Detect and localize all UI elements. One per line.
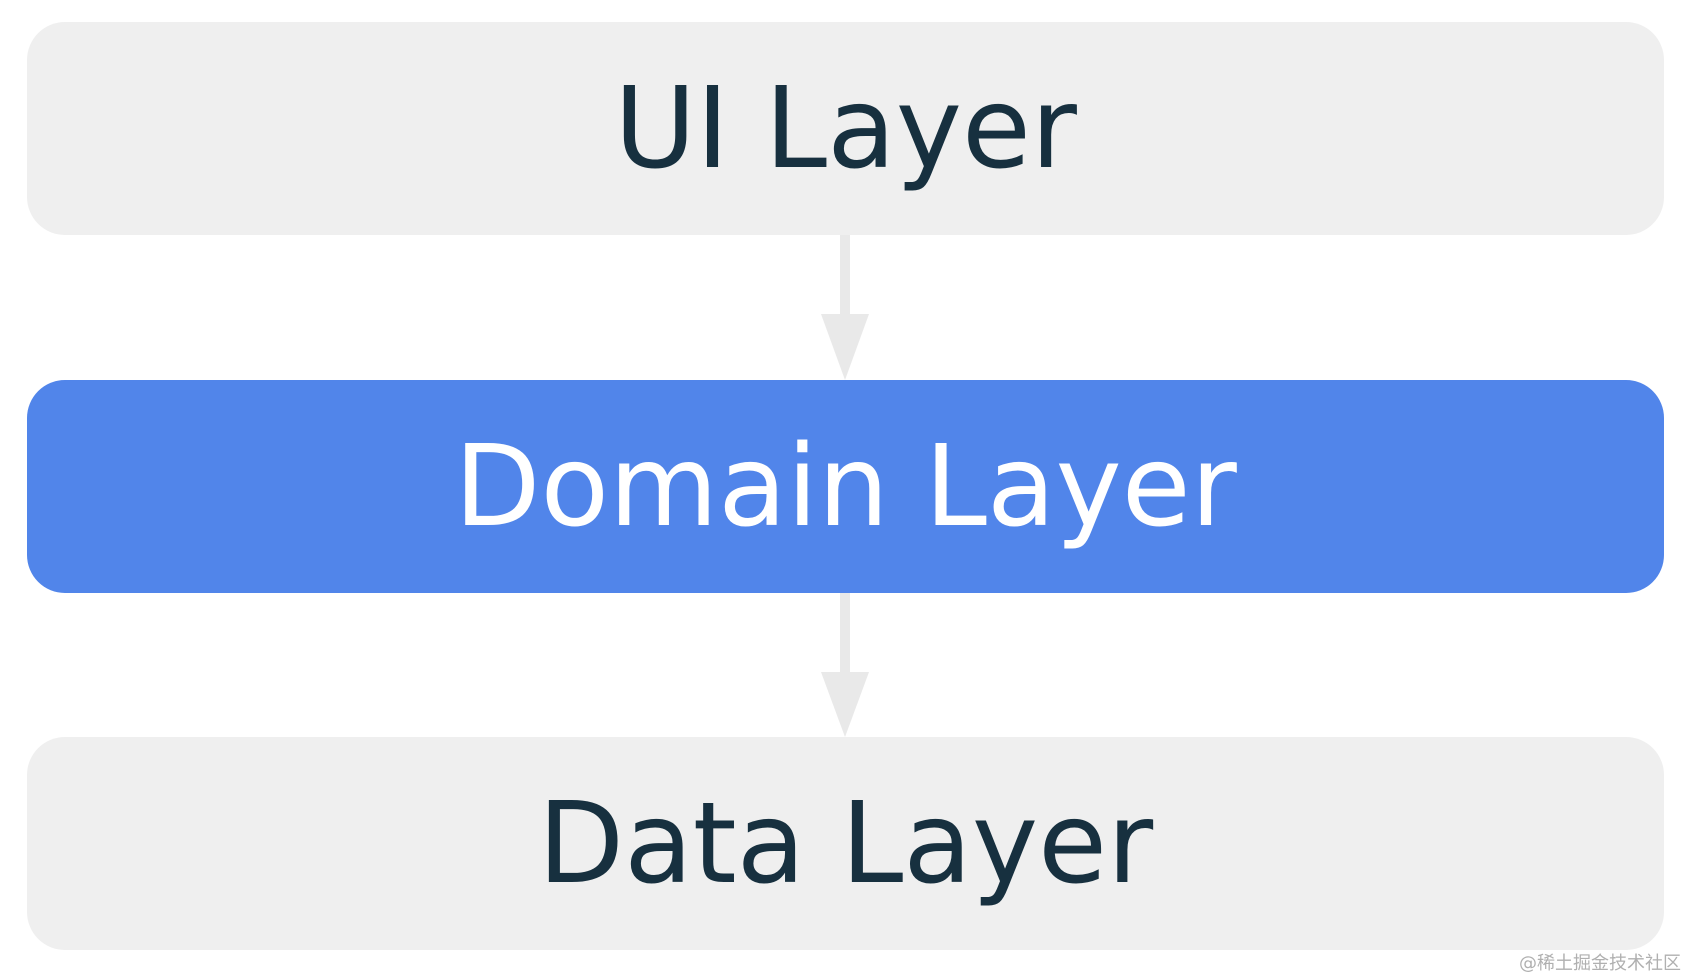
data-layer-label: Data Layer [537, 778, 1154, 909]
data-layer-box: Data Layer [27, 737, 1664, 950]
arrow-domain-to-data [821, 593, 869, 737]
ui-layer-box: UI Layer [27, 22, 1664, 235]
arrow-ui-to-domain [821, 235, 869, 380]
domain-layer-label: Domain Layer [454, 421, 1237, 552]
watermark: @稀土掘金技术社区 [1519, 953, 1681, 974]
domain-layer-box: Domain Layer [27, 380, 1664, 593]
ui-layer-label: UI Layer [614, 63, 1077, 194]
